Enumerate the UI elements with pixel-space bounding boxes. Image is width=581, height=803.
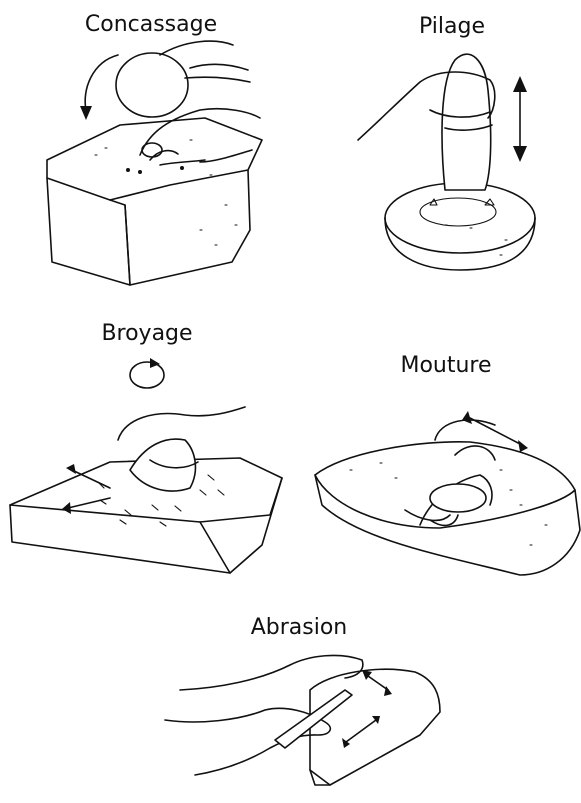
hand-abrading-tool-on-stone-icon xyxy=(165,655,440,785)
